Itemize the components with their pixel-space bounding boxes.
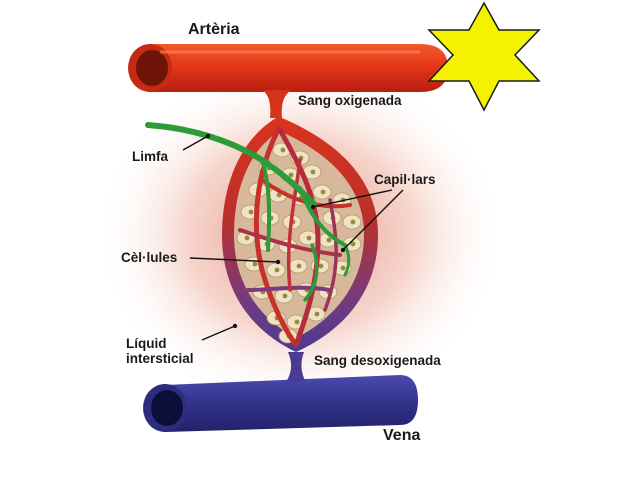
cell-nucleus bbox=[318, 263, 324, 269]
vein bbox=[143, 375, 418, 432]
cell-nucleus bbox=[248, 209, 254, 215]
artery bbox=[128, 44, 448, 92]
cell-nucleus bbox=[340, 265, 346, 271]
label-liquid: Líquid bbox=[126, 336, 167, 351]
label-limfa: Limfa bbox=[132, 149, 168, 164]
label-capillars: Capil·lars bbox=[374, 172, 436, 187]
cell-nucleus bbox=[320, 189, 326, 195]
cell-nucleus bbox=[280, 147, 286, 153]
cell-nucleus bbox=[350, 219, 356, 225]
cell-nucleus bbox=[252, 261, 258, 267]
lymph-vessel bbox=[145, 122, 351, 302]
leader-lines bbox=[182, 133, 404, 341]
cell-nucleus bbox=[310, 169, 316, 175]
cell-nucleus bbox=[314, 311, 320, 317]
cell-nucleus bbox=[326, 237, 332, 243]
cell-nucleus bbox=[244, 235, 250, 241]
label-sang-oxigenada: Sang oxigenada bbox=[298, 93, 402, 108]
label-arteria: Artèria bbox=[188, 21, 240, 38]
cell-nucleus bbox=[306, 235, 312, 241]
cell-nucleus bbox=[288, 172, 294, 178]
cell-nucleus bbox=[276, 192, 282, 198]
label-sang-desoxigenada: Sang desoxigenada bbox=[314, 353, 441, 368]
cell-nucleus bbox=[274, 267, 280, 273]
cell-nucleus bbox=[282, 293, 288, 299]
cell-nucleus bbox=[296, 263, 302, 269]
cell-nucleus bbox=[294, 319, 300, 325]
label-vena: Vena bbox=[383, 427, 420, 444]
label-intersticial: intersticial bbox=[126, 351, 194, 366]
label-cellules: Cèl·lules bbox=[121, 250, 177, 265]
cell-nucleus bbox=[350, 241, 356, 247]
star-icon bbox=[427, 1, 541, 112]
